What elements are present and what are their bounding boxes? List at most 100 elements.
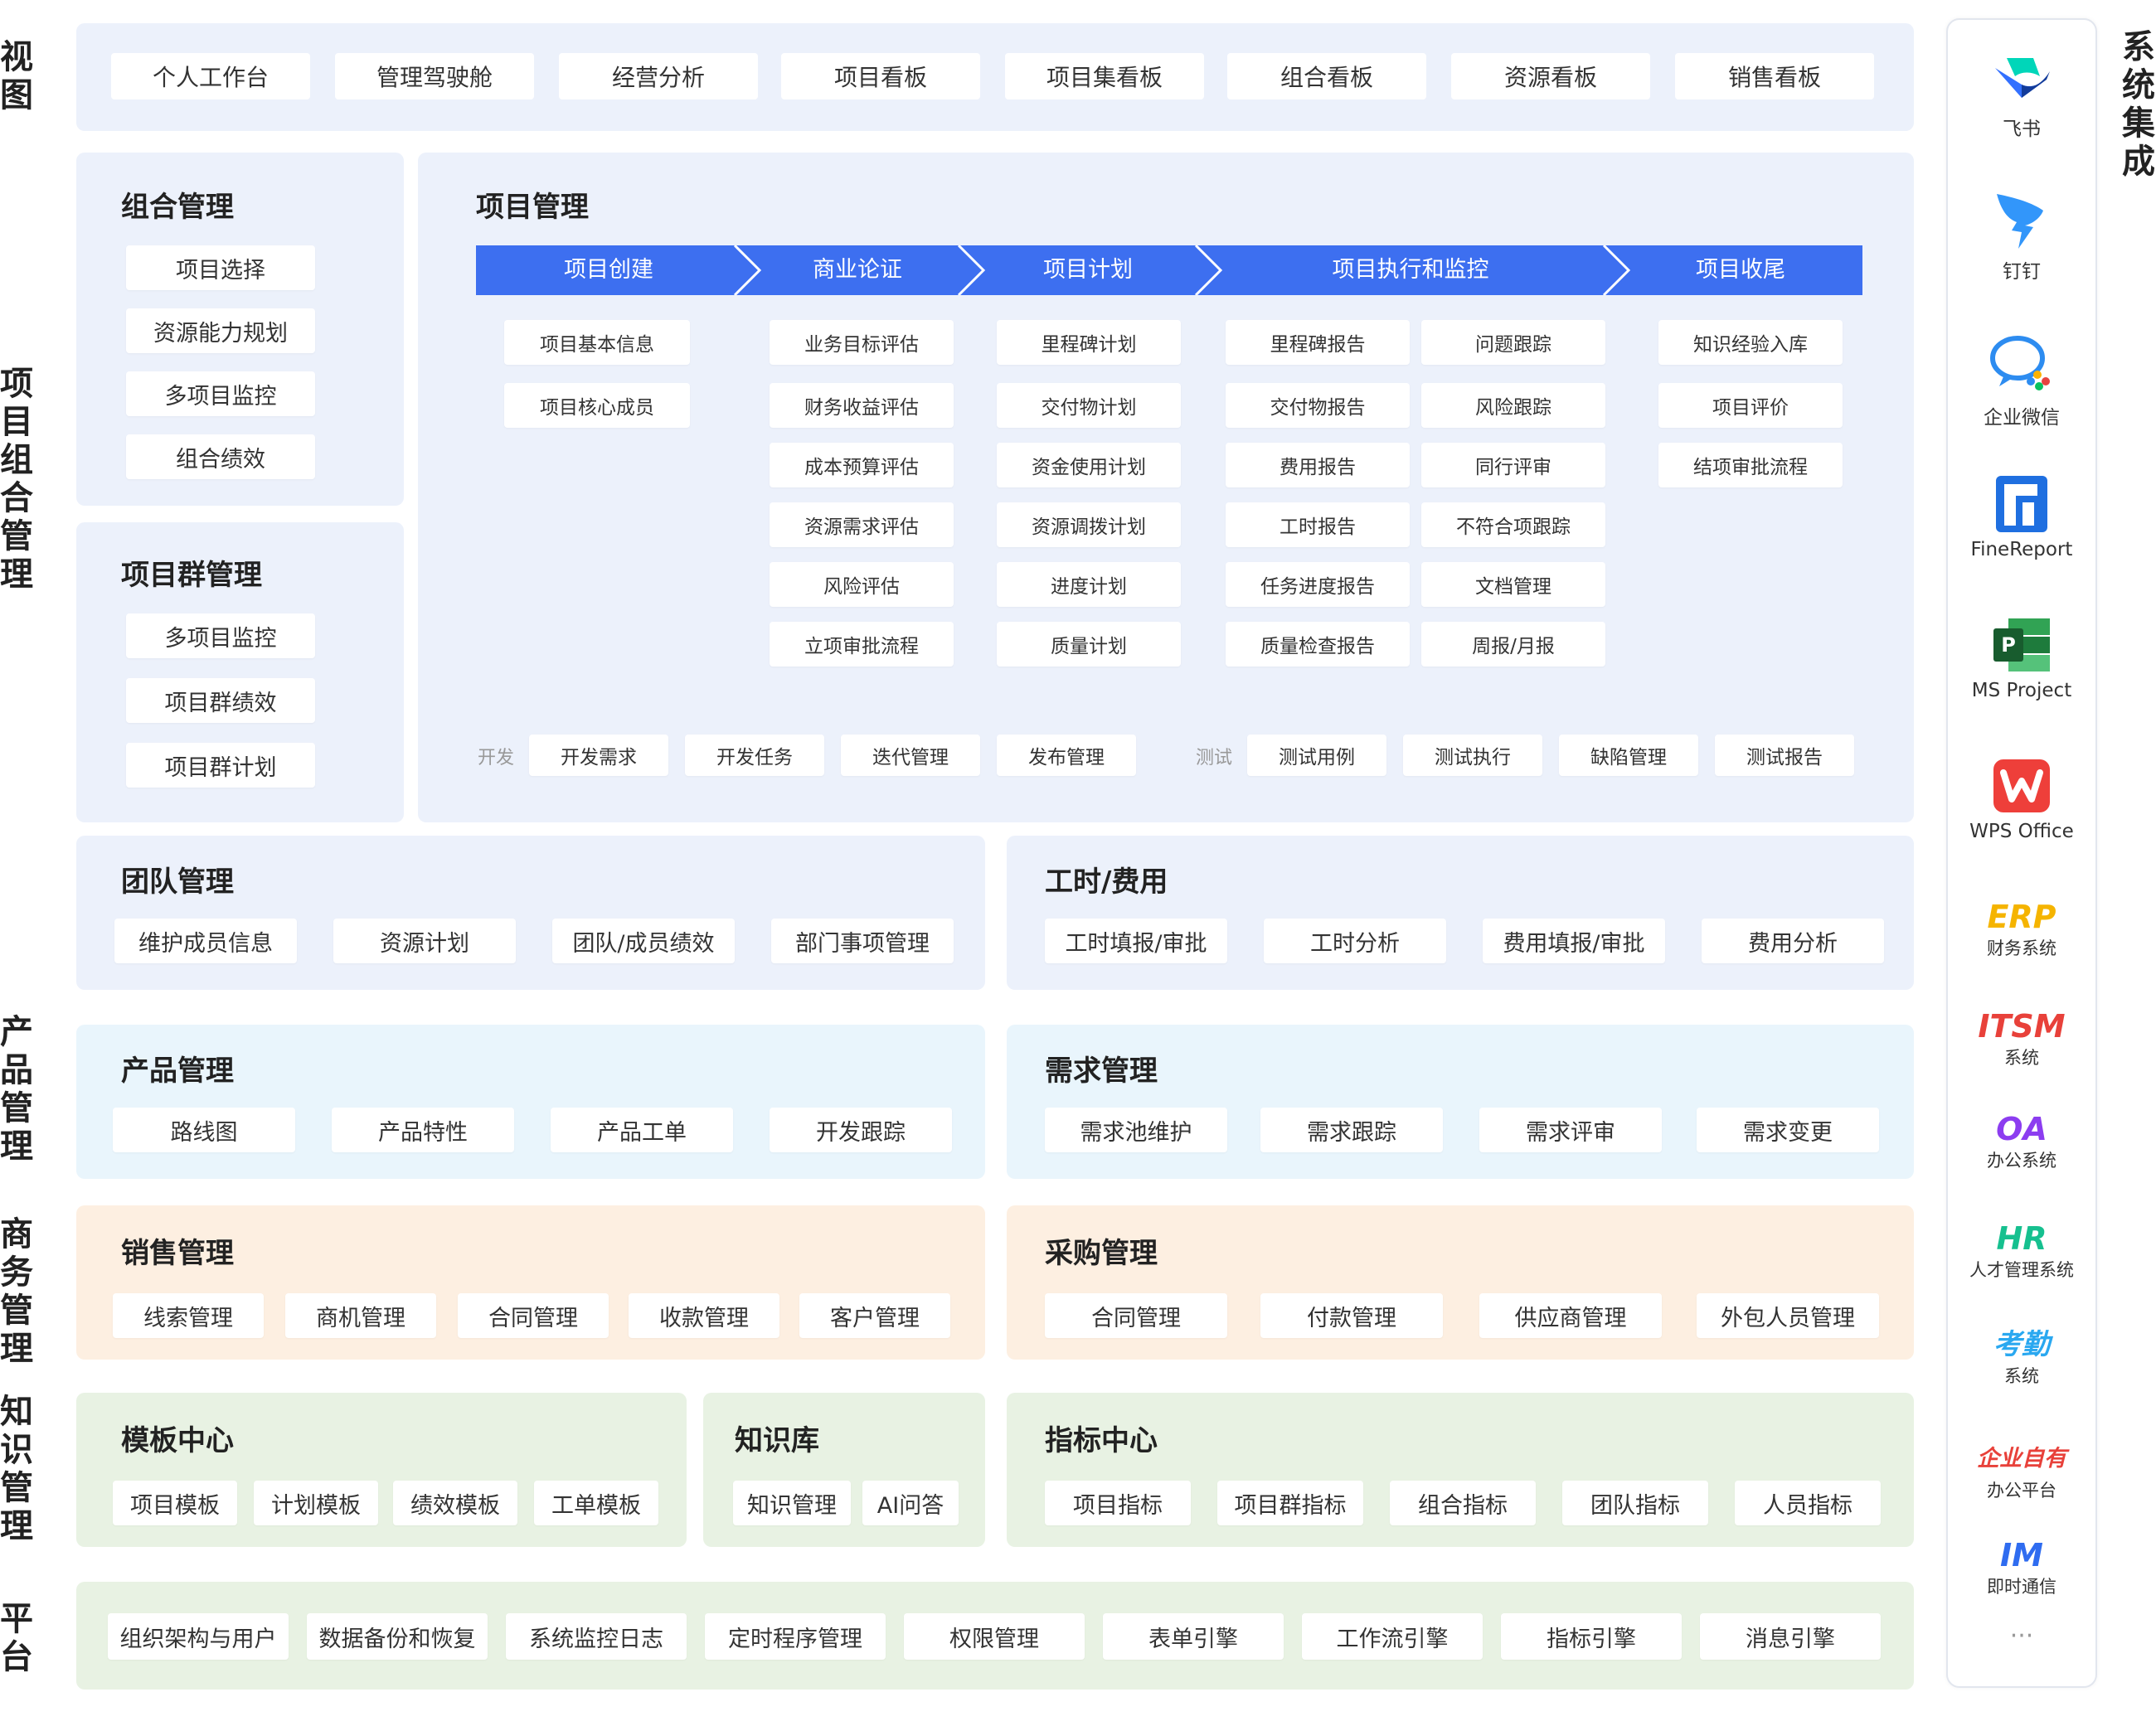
business-case-item[interactable]: 成本预算评估: [770, 443, 954, 487]
execute-tracking-item[interactable]: 风险跟踪: [1421, 383, 1605, 428]
test-item[interactable]: 缺陷管理: [1559, 735, 1698, 776]
execute-tracking-item[interactable]: 不符合项跟踪: [1421, 502, 1605, 547]
platform-item[interactable]: 工作流引擎: [1302, 1613, 1483, 1660]
platform-item[interactable]: 权限管理: [904, 1613, 1085, 1660]
requirement-item[interactable]: 需求评审: [1479, 1108, 1662, 1152]
purchase-item[interactable]: 合同管理: [1045, 1293, 1227, 1338]
platform-item[interactable]: 系统监控日志: [506, 1613, 687, 1660]
business-case-item[interactable]: 业务目标评估: [770, 320, 954, 365]
program-item[interactable]: 多项目监控: [126, 613, 315, 658]
timecost-item[interactable]: 工时分析: [1264, 919, 1446, 963]
requirement-item[interactable]: 需求跟踪: [1260, 1108, 1443, 1152]
integration-oa[interactable]: OA 办公系统: [1948, 1111, 2095, 1172]
phase-plan[interactable]: 项目计划: [1043, 257, 1133, 283]
close-item[interactable]: 知识经验入库: [1658, 320, 1843, 365]
platform-item[interactable]: 消息引擎: [1700, 1613, 1881, 1660]
integration-erp[interactable]: ERP 财务系统: [1948, 899, 2095, 960]
plan-item[interactable]: 交付物计划: [997, 383, 1181, 428]
business-case-item[interactable]: 风险评估: [770, 562, 954, 607]
view-management-cockpit[interactable]: 管理驾驶舱: [335, 53, 534, 99]
more-icon[interactable]: ···: [2009, 1622, 2034, 1651]
timecost-item[interactable]: 费用分析: [1702, 919, 1884, 963]
view-program-board[interactable]: 项目集看板: [1005, 53, 1204, 99]
view-project-board[interactable]: 项目看板: [781, 53, 980, 99]
platform-item[interactable]: 表单引擎: [1103, 1613, 1284, 1660]
plan-item[interactable]: 进度计划: [997, 562, 1181, 607]
dev-item[interactable]: 开发任务: [685, 735, 824, 776]
plan-item[interactable]: 质量计划: [997, 622, 1181, 667]
dev-item[interactable]: 发布管理: [997, 735, 1136, 776]
team-item[interactable]: 团队/成员绩效: [552, 919, 735, 963]
execute-report-item[interactable]: 交付物报告: [1226, 383, 1410, 428]
timecost-item[interactable]: 工时填报/审批: [1045, 919, 1227, 963]
view-sales-board[interactable]: 销售看板: [1675, 53, 1874, 99]
template-item[interactable]: 项目模板: [113, 1481, 237, 1525]
execute-tracking-item[interactable]: 文档管理: [1421, 562, 1605, 607]
team-item[interactable]: 部门事项管理: [771, 919, 954, 963]
metrics-item[interactable]: 项目群指标: [1217, 1481, 1363, 1525]
sales-item[interactable]: 线索管理: [113, 1293, 264, 1338]
metrics-item[interactable]: 项目指标: [1045, 1481, 1191, 1525]
integration-msproject[interactable]: P MS Project: [1948, 613, 2095, 701]
integration-feishu[interactable]: 飞书: [1948, 51, 2095, 141]
execute-report-item[interactable]: 任务进度报告: [1226, 562, 1410, 607]
execute-tracking-item[interactable]: 周报/月报: [1421, 622, 1605, 667]
requirement-item[interactable]: 需求变更: [1697, 1108, 1879, 1152]
sales-item[interactable]: 商机管理: [285, 1293, 436, 1338]
test-item[interactable]: 测试报告: [1715, 735, 1854, 776]
business-case-item[interactable]: 立项审批流程: [770, 622, 954, 667]
plan-item[interactable]: 里程碑计划: [997, 320, 1181, 365]
dev-item[interactable]: 迭代管理: [841, 735, 980, 776]
execute-tracking-item[interactable]: 问题跟踪: [1421, 320, 1605, 365]
business-case-item[interactable]: 财务收益评估: [770, 383, 954, 428]
phase-execute-monitor[interactable]: 项目执行和监控: [1332, 257, 1489, 283]
template-item[interactable]: 计划模板: [254, 1481, 378, 1525]
view-resource-board[interactable]: 资源看板: [1451, 53, 1650, 99]
phase-create[interactable]: 项目创建: [564, 257, 653, 283]
phase-close[interactable]: 项目收尾: [1696, 257, 1785, 283]
integration-wps[interactable]: WPS Office: [1948, 754, 2095, 842]
close-item[interactable]: 结项审批流程: [1658, 443, 1843, 487]
product-item[interactable]: 开发跟踪: [770, 1108, 952, 1152]
platform-item[interactable]: 组织架构与用户: [108, 1613, 289, 1660]
sales-item[interactable]: 客户管理: [799, 1293, 950, 1338]
execute-tracking-item[interactable]: 同行评审: [1421, 443, 1605, 487]
test-item[interactable]: 测试用例: [1247, 735, 1386, 776]
dev-item[interactable]: 开发需求: [529, 735, 668, 776]
phase-business-case[interactable]: 商业论证: [813, 257, 902, 283]
program-item[interactable]: 项目群计划: [126, 743, 315, 788]
close-item[interactable]: 项目评价: [1658, 383, 1843, 428]
requirement-item[interactable]: 需求池维护: [1045, 1108, 1227, 1152]
create-item[interactable]: 项目基本信息: [504, 320, 690, 365]
view-business-analysis[interactable]: 经营分析: [559, 53, 758, 99]
metrics-item[interactable]: 团队指标: [1562, 1481, 1708, 1525]
platform-item[interactable]: 指标引擎: [1501, 1613, 1682, 1660]
execute-report-item[interactable]: 质量检查报告: [1226, 622, 1410, 667]
knowledge-item[interactable]: 知识管理: [733, 1481, 851, 1525]
platform-item[interactable]: 数据备份和恢复: [307, 1613, 488, 1660]
timecost-item[interactable]: 费用填报/审批: [1483, 919, 1665, 963]
team-item[interactable]: 维护成员信息: [114, 919, 297, 963]
integration-own-platform[interactable]: 企业自有 办公平台: [1948, 1441, 2095, 1502]
purchase-item[interactable]: 付款管理: [1260, 1293, 1443, 1338]
integration-attendance[interactable]: 考勤 系统: [1948, 1326, 2095, 1388]
portfolio-item[interactable]: 多项目监控: [126, 371, 315, 416]
create-item[interactable]: 项目核心成员: [504, 383, 690, 428]
program-item[interactable]: 项目群绩效: [126, 678, 315, 723]
product-item[interactable]: 路线图: [113, 1108, 295, 1152]
template-item[interactable]: 绩效模板: [393, 1481, 517, 1525]
integration-dingtalk[interactable]: 钉钉: [1948, 186, 2095, 284]
business-case-item[interactable]: 资源需求评估: [770, 502, 954, 547]
team-item[interactable]: 资源计划: [333, 919, 516, 963]
purchase-item[interactable]: 供应商管理: [1479, 1293, 1662, 1338]
purchase-item[interactable]: 外包人员管理: [1697, 1293, 1879, 1338]
template-item[interactable]: 工单模板: [534, 1481, 658, 1525]
integration-im[interactable]: IM 即时通信: [1948, 1537, 2095, 1598]
integration-finereport[interactable]: FineReport: [1948, 473, 2095, 560]
platform-item[interactable]: 定时程序管理: [705, 1613, 886, 1660]
execute-report-item[interactable]: 费用报告: [1226, 443, 1410, 487]
portfolio-item[interactable]: 项目选择: [126, 245, 315, 290]
execute-report-item[interactable]: 工时报告: [1226, 502, 1410, 547]
product-item[interactable]: 产品工单: [551, 1108, 733, 1152]
integration-wecom[interactable]: 企业微信: [1948, 332, 2095, 429]
